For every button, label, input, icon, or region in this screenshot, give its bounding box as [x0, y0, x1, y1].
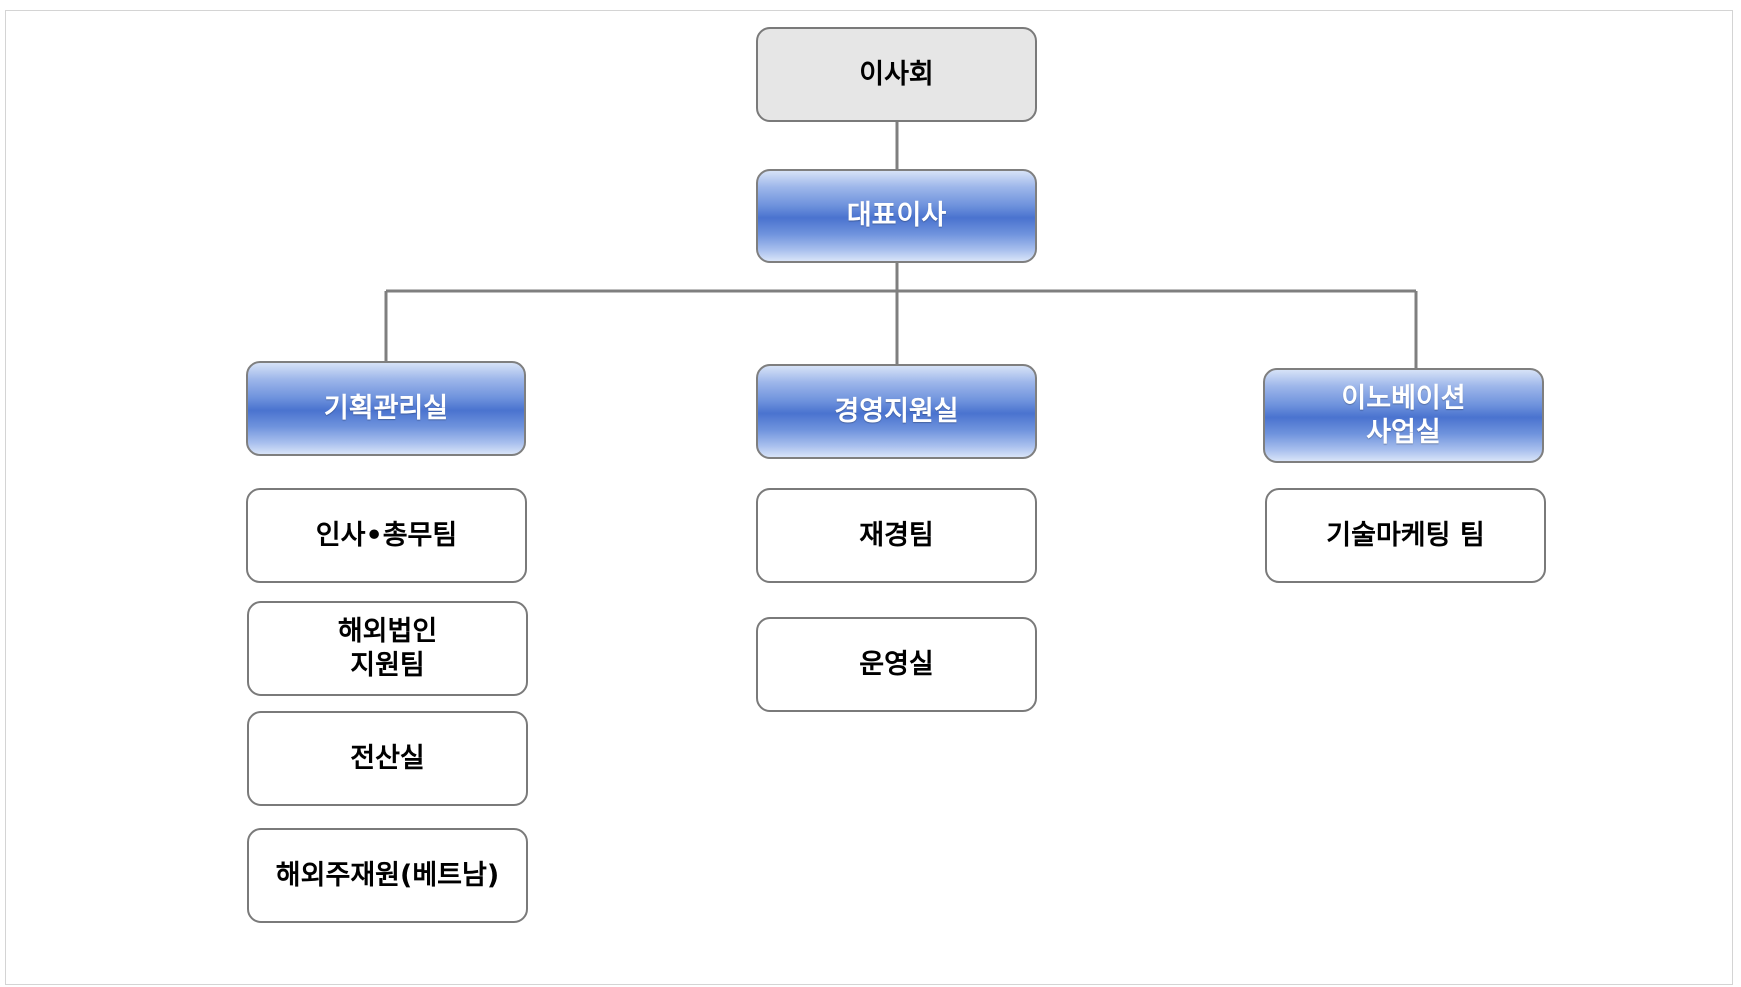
- team-overseas-resident-vietnam: 해외주재원(베트남): [247, 828, 528, 923]
- division-planning-management: 기획관리실: [246, 361, 526, 456]
- team-tech-marketing: 기술마케팅 팀: [1265, 488, 1546, 583]
- team-it-office: 전산실: [247, 711, 528, 806]
- board-box: 이사회: [756, 27, 1037, 122]
- team-finance-accounting: 재경팀: [756, 488, 1037, 583]
- division-business-support: 경영지원실: [756, 364, 1037, 459]
- team-overseas-corp-support: 해외법인 지원팀: [247, 601, 528, 696]
- ceo-box: 대표이사: [756, 169, 1037, 263]
- team-operations-office: 운영실: [756, 617, 1037, 712]
- diagram-frame: [5, 10, 1733, 985]
- division-innovation-business: 이노베이션 사업실: [1263, 368, 1544, 463]
- team-hr-general-affairs: 인사•총무팀: [246, 488, 527, 583]
